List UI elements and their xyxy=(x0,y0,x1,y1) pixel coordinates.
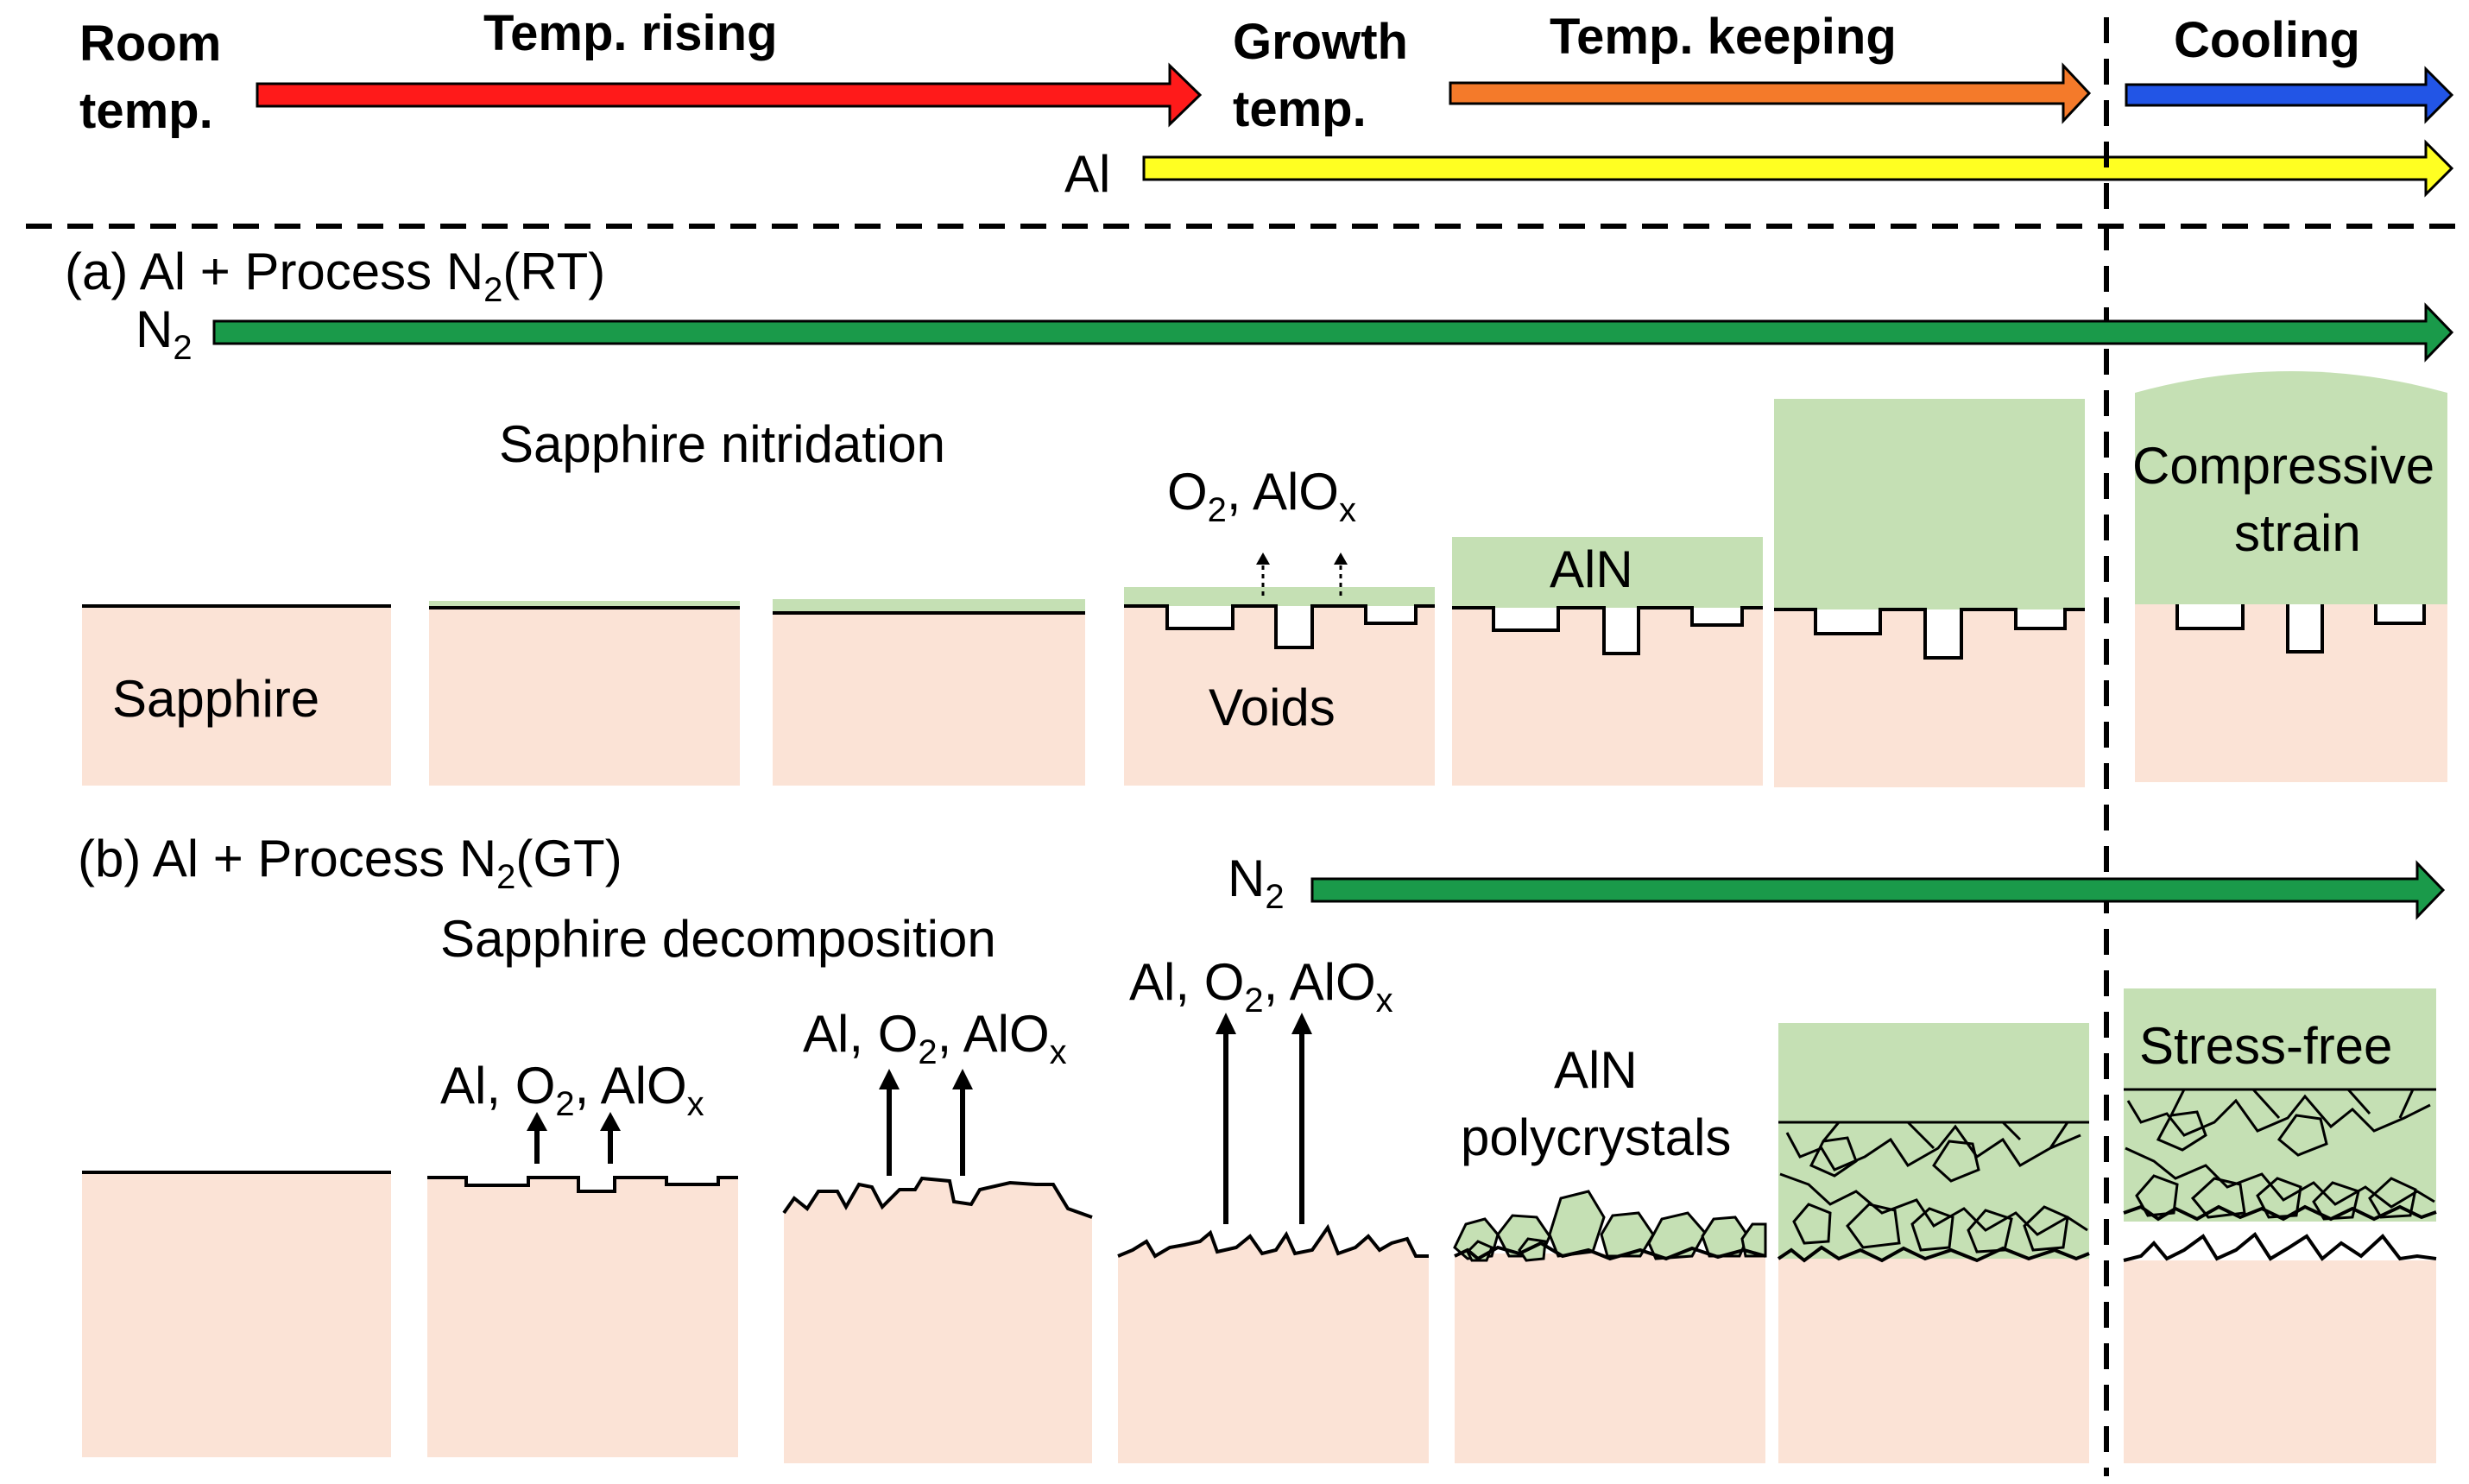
o2-alox-label-a: O2, AlOx xyxy=(1167,463,1356,529)
sapphire-surface-b3 xyxy=(782,1176,1093,1219)
aln-layer-a4 xyxy=(1124,587,1435,606)
escape-arrowheads-b4 xyxy=(1216,1013,1312,1034)
panel-a-title: (a) Al + Process N2(RT) xyxy=(65,243,605,309)
compressive-label-1: Compressive xyxy=(2132,437,2434,495)
escape-arrows-b4 xyxy=(1223,1032,1304,1224)
growth-temp-label-1: Growth xyxy=(1233,14,1408,70)
cooling-label: Cooling xyxy=(2174,12,2360,68)
voids-a5 xyxy=(1452,606,1763,655)
aln-layer-a6 xyxy=(1774,399,2085,609)
temp-keeping-arrow xyxy=(1449,62,2092,124)
aln-polycrystals-label-1: AlN xyxy=(1554,1041,1638,1099)
cooling-arrow xyxy=(2125,66,2454,124)
escape-arrows-a4 xyxy=(1261,561,1342,596)
room-temp-label-1: Room xyxy=(79,16,221,72)
panel-a: (a) Al + Process N2(RT) N2 Sapphire nitr… xyxy=(65,243,2454,787)
temp-rising-arrow xyxy=(256,62,1203,128)
aln-grain-boundaries-b7 xyxy=(2124,1088,2436,1221)
timeline-header: Room temp. Temp. rising Growth temp. Tem… xyxy=(79,5,2454,203)
sapphire-substrate-a3 xyxy=(773,613,1085,786)
aln-polycrystals-b5 xyxy=(1453,1190,1767,1262)
escape-arrowheads-b2 xyxy=(527,1112,621,1131)
al-label: Al xyxy=(1064,145,1110,203)
sapphire-decomposition-label: Sapphire decomposition xyxy=(440,910,996,968)
nitride-layer-a3 xyxy=(773,599,1085,613)
sapphire-surface-b6 xyxy=(1777,1245,2090,1263)
voids-label: Voids xyxy=(1209,679,1336,736)
aln-label-a: AlN xyxy=(1550,540,1633,598)
room-temp-label-2: temp. xyxy=(79,83,213,139)
al-supply-arrow xyxy=(1142,139,2454,198)
sapphire-surface-b5 xyxy=(1454,1241,1766,1261)
escape-arrowheads-a4 xyxy=(1256,553,1348,565)
aln-layer-a5 xyxy=(1452,537,1763,608)
sapphire-substrate-b2 xyxy=(427,1178,738,1457)
voids-a6 xyxy=(1774,608,2085,660)
panel-b: (b) Al + Process N2(GT) N2 Sapphire deco… xyxy=(78,830,2446,1463)
n2-label-a: N2 xyxy=(136,300,193,367)
escape-arrows-b2 xyxy=(534,1127,613,1164)
escape-arrows-b3 xyxy=(887,1086,965,1176)
sapphire-substrate-b7 xyxy=(2124,1260,2436,1463)
temp-rising-label: Temp. rising xyxy=(483,5,778,61)
nitride-layer-a2 xyxy=(429,601,740,608)
sapphire-substrate-a1 xyxy=(82,606,391,786)
voids-a4 xyxy=(1124,604,1435,649)
n2-label-b: N2 xyxy=(1228,849,1285,916)
aln-polycrystals-label-2: polycrystals xyxy=(1461,1108,1731,1166)
n2-arrow-a xyxy=(212,302,2454,363)
species-label-b3: Al, O2, AlOx xyxy=(803,1005,1067,1071)
sapphire-substrate-b5 xyxy=(1455,1254,1765,1463)
stress-free-label: Stress-free xyxy=(2139,1017,2392,1075)
sapphire-surface-b4 xyxy=(1117,1223,1429,1259)
escape-arrowheads-b3 xyxy=(879,1069,973,1089)
aln-film-bottom-b7 xyxy=(2123,1204,2437,1222)
sapphire-substrate-b6 xyxy=(1778,1259,2089,1463)
aln-layer-a7 xyxy=(2135,371,2447,604)
sapphire-label: Sapphire xyxy=(112,670,319,728)
species-label-b2: Al, O2, AlOx xyxy=(440,1057,704,1123)
n2-arrow-b xyxy=(1310,860,2446,920)
temp-keeping-label: Temp. keeping xyxy=(1550,9,1897,65)
sapphire-substrate-a2 xyxy=(429,608,740,786)
compressive-label-2: strain xyxy=(2234,504,2361,562)
voids-a7 xyxy=(2175,604,2426,654)
species-label-b4: Al, O2, AlOx xyxy=(1129,953,1393,1020)
aln-grain-boundaries-b6 xyxy=(1778,1121,2089,1254)
growth-temp-label-2: temp. xyxy=(1233,81,1367,137)
sapphire-substrate-b4 xyxy=(1118,1228,1429,1463)
sapphire-substrate-b3 xyxy=(784,1178,1092,1463)
sapphire-surface-b7 xyxy=(2123,1232,2437,1262)
sapphire-substrate-b1 xyxy=(82,1172,391,1457)
sapphire-surface-b2 xyxy=(427,1176,738,1193)
panel-b-title: (b) Al + Process N2(GT) xyxy=(78,830,622,896)
sapphire-nitridation-label: Sapphire nitridation xyxy=(499,415,945,473)
